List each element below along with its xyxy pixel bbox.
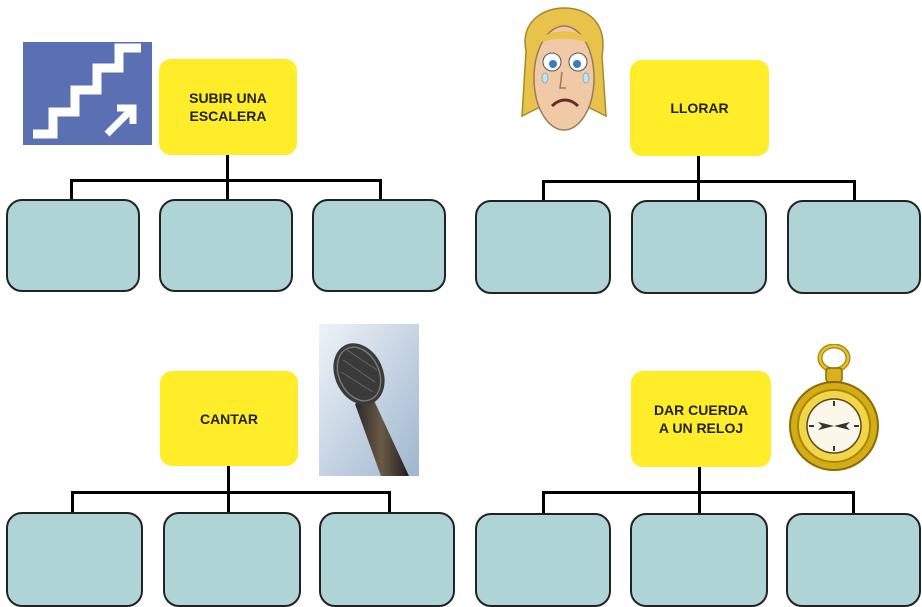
- connector-drop: [71, 491, 74, 513]
- connector-stem: [227, 466, 230, 492]
- leaf-box[interactable]: [159, 199, 293, 292]
- pocket-watch-icon: [789, 344, 879, 471]
- crying-face-icon: [521, 7, 607, 131]
- leaf-box[interactable]: [163, 512, 301, 607]
- root-node-subir-escalera: SUBIR UNA ESCALERA: [159, 59, 297, 155]
- connector-drop: [542, 180, 545, 201]
- leaf-box[interactable]: [787, 200, 921, 294]
- connector-stem: [697, 156, 700, 181]
- connector-drop: [227, 491, 230, 513]
- connector-drop: [70, 179, 73, 200]
- connector-stem: [226, 155, 229, 180]
- connector-stem: [698, 467, 701, 492]
- root-node-cantar: CANTAR: [160, 371, 298, 466]
- connector-drop: [388, 491, 391, 513]
- leaf-box[interactable]: [475, 200, 611, 294]
- connector-bar: [71, 491, 391, 494]
- connector-drop: [697, 180, 700, 201]
- connector-drop: [379, 179, 382, 200]
- leaf-box[interactable]: [6, 199, 140, 292]
- leaf-box[interactable]: [630, 513, 768, 607]
- leaf-box[interactable]: [6, 512, 143, 607]
- connector-drop: [542, 491, 545, 514]
- leaf-box[interactable]: [786, 513, 921, 607]
- leaf-box[interactable]: [319, 512, 455, 607]
- leaf-box[interactable]: [631, 200, 767, 294]
- connector-drop: [853, 180, 856, 201]
- stairs-icon: [23, 42, 152, 145]
- root-node-dar-cuerda: DAR CUERDA A UN RELOJ: [631, 371, 771, 467]
- leaf-box[interactable]: [312, 199, 446, 292]
- connector-drop: [852, 491, 855, 514]
- leaf-box[interactable]: [475, 513, 611, 607]
- connector-drop: [698, 491, 701, 514]
- root-node-llorar: LLORAR: [630, 60, 769, 156]
- microphone-icon: [319, 324, 419, 476]
- connector-drop: [226, 179, 229, 200]
